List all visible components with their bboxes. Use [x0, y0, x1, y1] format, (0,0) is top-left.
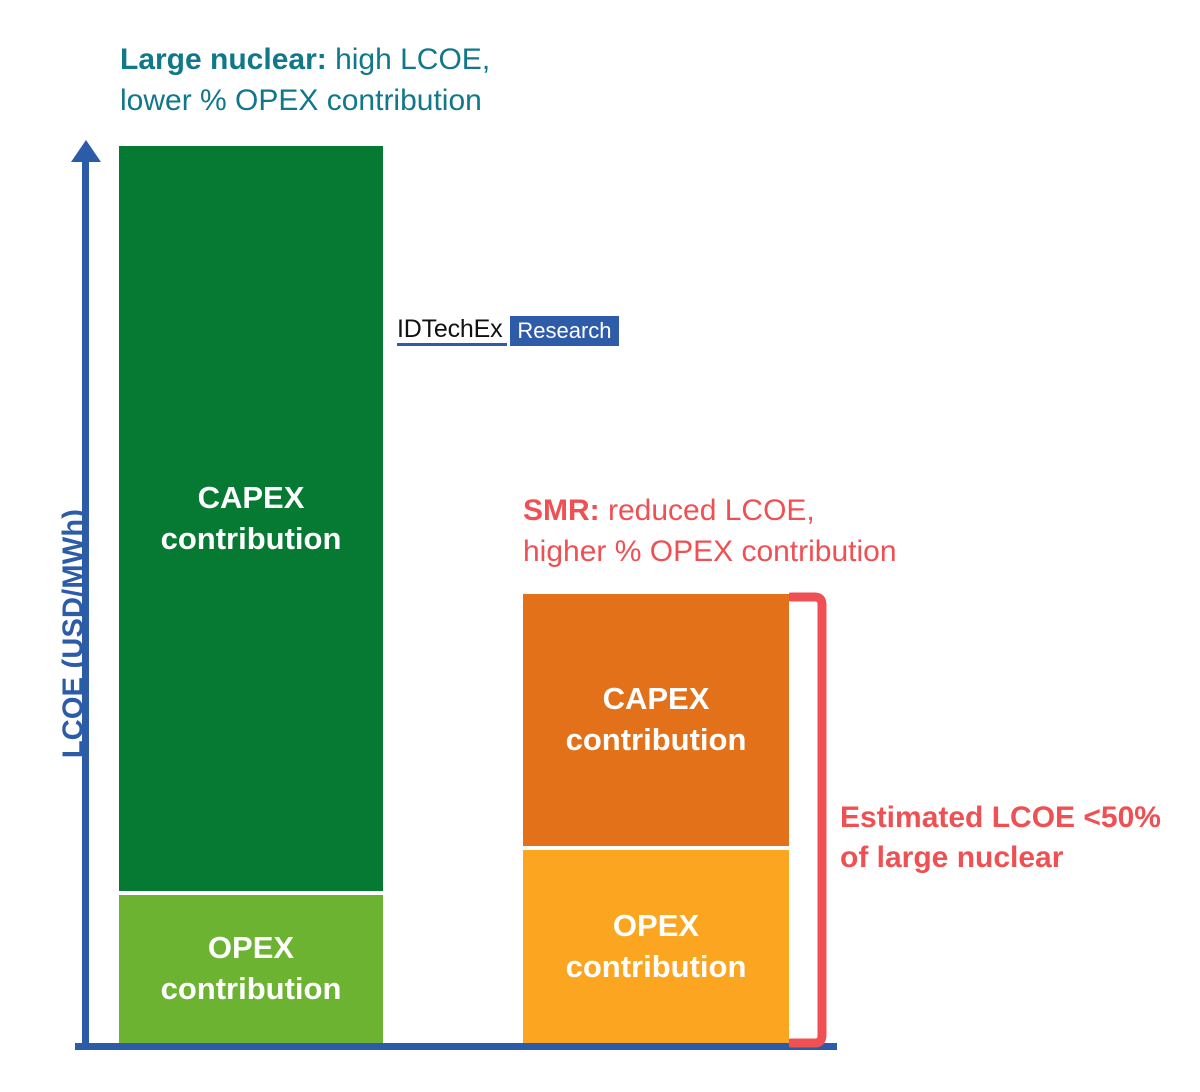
y-axis-label: LCOE (USD/MWh)	[57, 508, 90, 759]
annotation-rest: reduced LCOE,	[599, 494, 815, 527]
bar-label-line-2: contribution	[160, 520, 342, 556]
annotation-large-nuclear: Large nuclear: high LCOE, lower % OPEX c…	[120, 40, 490, 122]
bar-label-line-2: contribution	[565, 722, 747, 757]
annotation-line-2: lower % OPEX contribution	[120, 83, 482, 117]
annotation-line-2: of large nuclear	[840, 840, 1064, 874]
bar-label-line-2: contribution	[160, 971, 342, 1006]
bar-label-line-1: OPEX	[207, 930, 295, 966]
x-axis-line	[75, 1043, 837, 1050]
logo-wordmark: IDTechEx	[397, 316, 508, 346]
logo-research-badge: Research	[510, 316, 619, 346]
bar-segment-nuclear-capex: CAPEX contribution	[119, 146, 383, 891]
bar-segment-smr-opex: OPEX contribution	[523, 850, 789, 1043]
annotation-lead: SMR:	[523, 494, 600, 527]
bar-segment-smr-capex: CAPEX contribution	[523, 594, 789, 846]
annotation-line-2: higher % OPEX contribution	[523, 534, 897, 568]
bar-label-line-1: CAPEX	[602, 681, 710, 717]
bar-label-line-1: CAPEX	[197, 479, 305, 515]
annotation-line-1: SMR: reduced LCOE,	[523, 491, 897, 532]
bar-segment-nuclear-opex: OPEX contribution	[119, 895, 383, 1043]
y-axis-line	[82, 158, 89, 1050]
annotation-lead: Large nuclear:	[120, 43, 327, 76]
idtechex-logo: IDTechEx Research	[397, 316, 619, 346]
y-axis-arrow-icon	[71, 140, 101, 162]
bar-label-line-1: OPEX	[612, 907, 700, 943]
annotation-smr: SMR: reduced LCOE, higher % OPEX contrib…	[523, 491, 897, 573]
annotation-estimated-lcoe: Estimated LCOE <50% of large nuclear	[840, 798, 1161, 878]
bar-label-line-2: contribution	[565, 948, 747, 984]
annotation-line-1: Estimated LCOE <50%	[840, 801, 1161, 834]
lcoe-range-bracket-icon	[789, 592, 827, 1048]
annotation-line-1: Large nuclear: high LCOE,	[120, 40, 490, 81]
annotation-rest: high LCOE,	[326, 43, 491, 76]
